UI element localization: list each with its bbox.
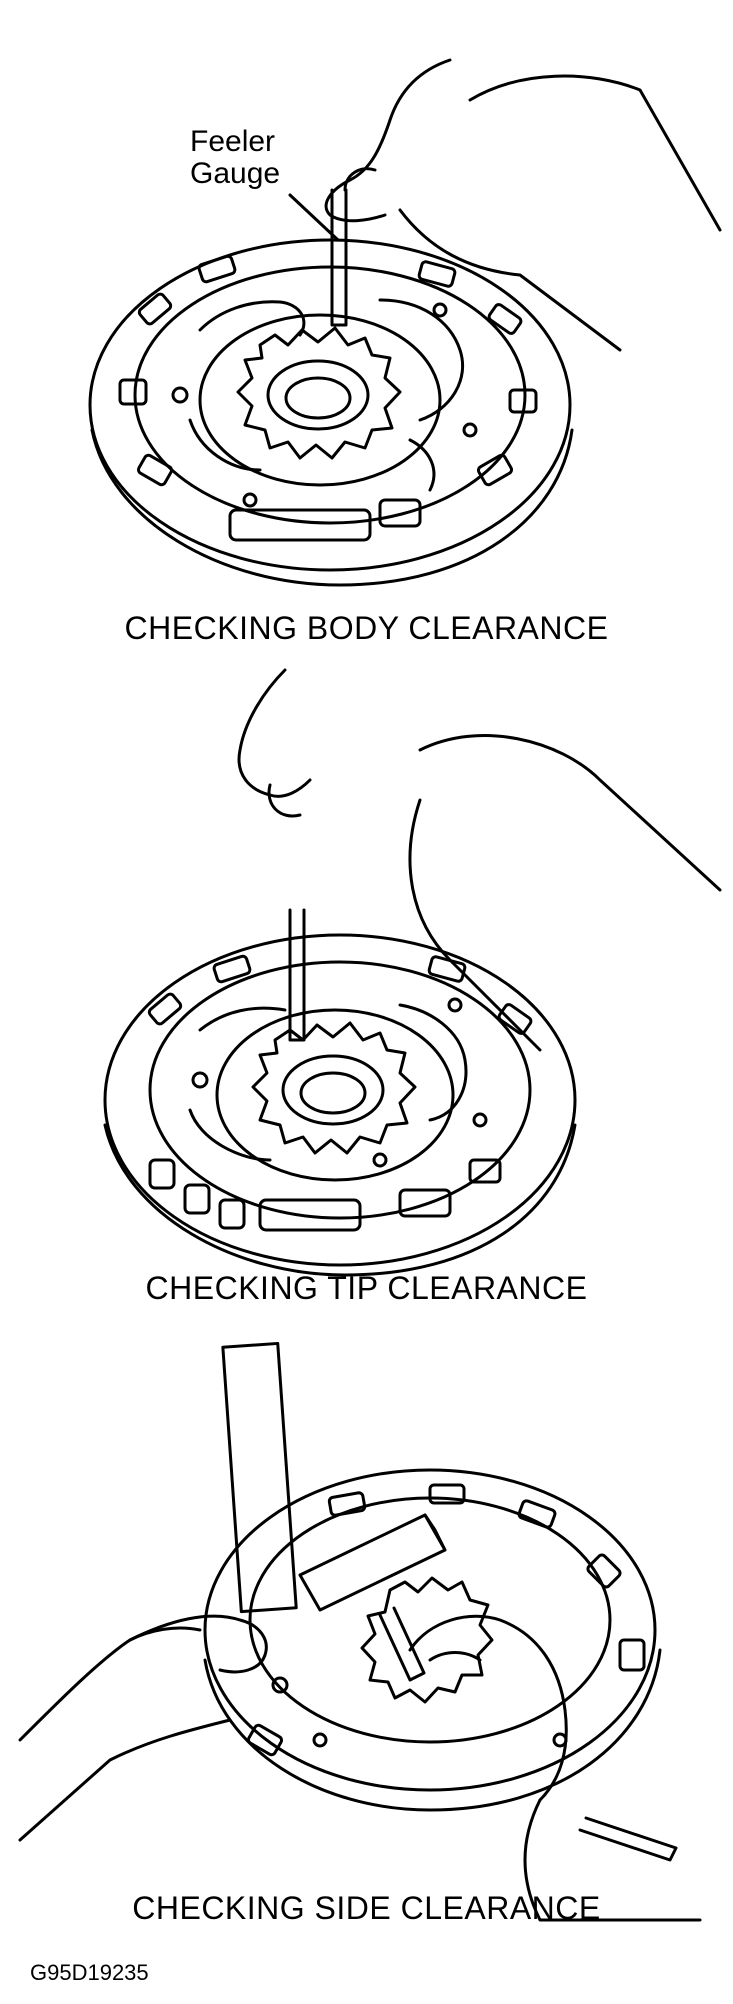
callout-leader [288,193,340,242]
pump-body-outer-rim [103,933,577,1267]
outer-gear [215,1008,455,1182]
rim-slots [246,1483,646,1757]
pump-body-outer-rim [203,1468,657,1792]
inner-gear [236,326,402,460]
left-hand [18,1614,268,1742]
outer-gear [198,313,442,487]
gear-hub [281,1054,385,1126]
sleeve [418,734,722,892]
hand-fingers [237,668,312,798]
right-hand [408,1614,568,1802]
gear-bore [284,376,352,420]
fluid-passage [378,298,465,422]
gear-hub [266,359,370,431]
sleeve-cuff [408,798,542,1052]
inner-gear [360,1576,494,1704]
feeler-gauge-blade [330,188,348,327]
pump-body-edge [203,1648,662,1812]
right-sleeve [523,1798,702,1922]
left-hand-fingers [128,1626,202,1642]
pump-body-inner-groove [248,1496,612,1744]
straight-edge-horizontal [298,1513,447,1612]
panel-tip-clearance: CHECKING TIP CLEARANCE [0,660,733,1320]
callout-line-1: Feeler [190,125,276,158]
side-clearance-illustration [18,1341,702,1922]
rim-slots [118,254,538,542]
pump-body-outer-rim [88,238,572,572]
right-hand-fingers [428,1651,482,1662]
feeler-gauge-callout: Feeler Gauge [190,126,280,190]
pump-body-edge [103,1123,577,1277]
caption-body-clearance: CHECKING BODY CLEARANCE [124,610,609,646]
pump-body-edge [90,428,574,587]
hand-fingers [324,58,452,223]
panel-body-clearance: Feeler Gauge CHECKING BODY CLEARANCE [0,0,733,660]
fluid-passage [408,438,436,492]
pump-body-inner-groove [133,265,527,525]
fluid-passage [198,300,306,337]
body-clearance-illustration [88,58,722,587]
fluid-passage [198,1006,287,1032]
hand-index [267,783,302,818]
panel-side-clearance: CHECKING SIDE CLEARANCE [0,1320,733,1940]
gear-bore [299,1071,367,1115]
caption-tip-clearance: CHECKING TIP CLEARANCE [145,1270,588,1306]
feeler-gauge-blade [288,908,306,1042]
sleeve [468,74,722,232]
inner-gear [251,1021,417,1155]
rim-slots [147,954,533,1232]
feeler-gauge-tail [578,1816,678,1862]
feeler-gauge-blade [378,1606,426,1682]
tip-clearance-illustration [103,668,722,1277]
straight-edge-vertical [221,1341,298,1614]
callout-line-2: Gauge [190,157,281,190]
sleeve-cuff [398,208,622,352]
figure-id: G95D19235 [30,1960,149,1985]
pump-body-inner-groove [148,960,532,1220]
fluid-passage [398,1003,468,1122]
caption-side-clearance: CHECKING SIDE CLEARANCE [132,1890,601,1926]
left-sleeve [18,1718,232,1842]
hand-index [343,167,377,192]
